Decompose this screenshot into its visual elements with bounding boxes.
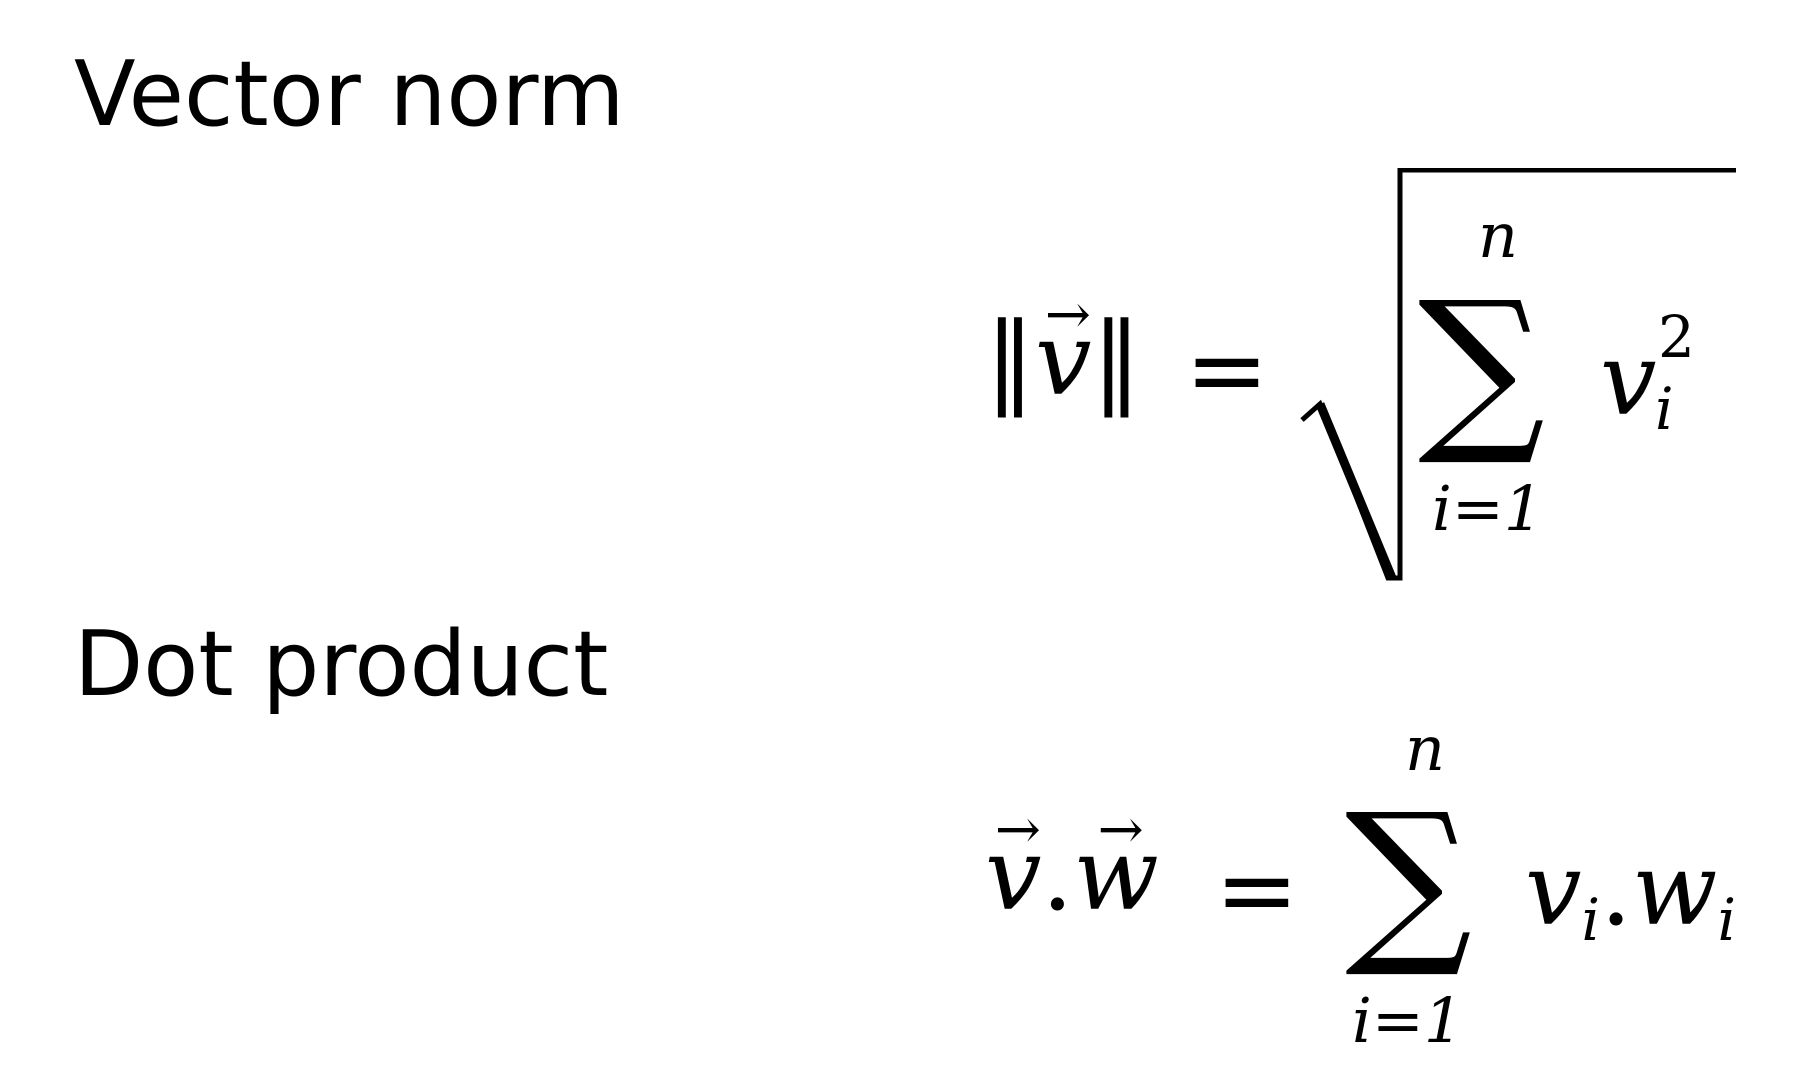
dot-rhs-w-subscript: i xyxy=(1717,886,1737,955)
norm-equals-sign: = xyxy=(1185,311,1269,428)
dot-lhs-dot: . xyxy=(1041,816,1074,933)
vector-norm-heading: Vector norm xyxy=(74,42,625,147)
dot-rhs: vi.wi xyxy=(1525,840,1736,950)
norm-sum-lower-limit: i=1 xyxy=(1432,472,1544,545)
dot-lhs: v→.w→ xyxy=(985,796,1159,933)
vector-arrow-icon: → xyxy=(1097,796,1144,861)
vector-arrow-icon: → xyxy=(994,796,1041,861)
square-root-icon xyxy=(1300,168,1736,581)
norm-sum-upper-limit: n xyxy=(1478,199,1518,272)
dot-vector-v: v→ xyxy=(985,796,1042,933)
norm-term-subscript: i xyxy=(1655,375,1674,443)
norm-bar-right: ‖ xyxy=(1091,301,1142,418)
dot-sum-upper-limit: n xyxy=(1405,712,1445,785)
dot-vector-w: w→ xyxy=(1073,796,1159,933)
dot-rhs-dot: . xyxy=(1600,831,1632,948)
dot-product-heading: Dot product xyxy=(74,612,609,717)
dot-rhs-v-subscript: i xyxy=(1581,886,1601,955)
dot-rhs-v: v xyxy=(1525,831,1582,948)
norm-lhs: ‖v→‖ xyxy=(985,281,1142,418)
dot-equals-sign: = xyxy=(1215,831,1299,948)
norm-summation-symbol: ∑ xyxy=(1418,263,1546,470)
norm-term-superscript: 2 xyxy=(1658,303,1695,371)
vector-arrow-icon: → xyxy=(1044,281,1091,346)
dot-sum-lower-limit: i=1 xyxy=(1352,984,1464,1057)
norm-vector-v: v→ xyxy=(1035,281,1092,418)
dot-summation-symbol: ∑ xyxy=(1345,775,1473,982)
norm-bar-left: ‖ xyxy=(985,301,1035,418)
norm-term-v: v xyxy=(1600,321,1657,438)
dot-rhs-w: w xyxy=(1631,831,1718,948)
